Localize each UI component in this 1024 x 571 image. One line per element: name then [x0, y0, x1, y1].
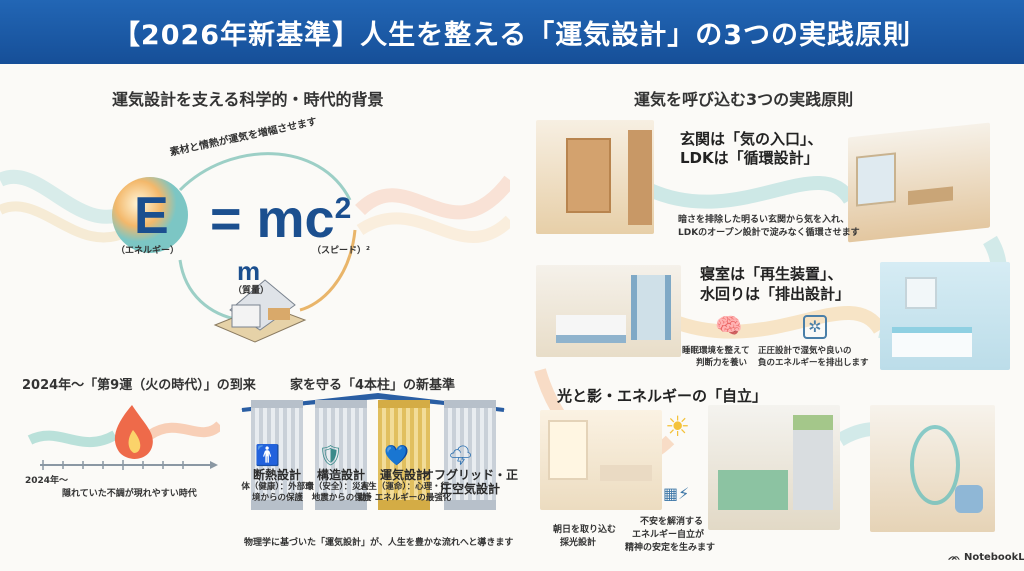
formula-equals-mc: = mc	[210, 189, 335, 249]
entrance-illustration	[536, 120, 654, 234]
fan-icon: ✲	[803, 315, 827, 339]
m-label: （質量）	[233, 286, 270, 296]
bathtub	[892, 327, 972, 357]
person-icon: 🚹	[255, 443, 280, 467]
principle-2-desc-b-2: 負のエネルギーを排出します	[758, 358, 869, 368]
pillar-name-2: 構造設計	[316, 468, 365, 482]
bathroom-illustration	[880, 262, 1010, 370]
pillars-title: 家を守る「4本柱」の新基準	[290, 378, 456, 393]
living-illustration	[540, 410, 662, 510]
formula-E: E	[134, 187, 169, 245]
principle-3-desc-b-2: エネルギー自立が	[632, 530, 705, 540]
era-timeline	[27, 405, 220, 470]
formula-mc: = mc2	[210, 188, 351, 250]
pillar-desc-2: 命（安全）：災害・地震からの保護	[305, 482, 378, 503]
spiral-room-illustration	[870, 405, 995, 532]
pillar-4	[444, 400, 496, 510]
principle-1-desc-2: LDKのオープン設計で淀みなく循環させます	[678, 228, 860, 238]
page-title: 【2026年新基準】人生を整える「運気設計」の3つの実践原則	[112, 19, 912, 51]
brain-icon: 🧠	[715, 314, 743, 339]
notebooklm-brand: ᨏ NotebookLM	[948, 552, 1024, 563]
principle-2-title-2: 水回りは「排出設計」	[700, 285, 851, 303]
pillar-name-4: オフグリッド・正圧空気設計	[421, 468, 518, 496]
wave-left	[0, 169, 134, 243]
brand-label: NotebookLM	[963, 552, 1024, 563]
pillar-1	[251, 400, 303, 510]
heart-swirl-icon: 💙	[384, 443, 409, 467]
fridge	[793, 430, 833, 510]
formula-m: m	[237, 256, 261, 286]
energy-spiral-icon	[910, 425, 960, 505]
principle-3-desc-b-1: 不安を解消する	[640, 517, 704, 527]
notebooklm-logo-icon: ᨏ	[948, 552, 964, 563]
kitchen-illustration	[708, 405, 840, 530]
pillar-2	[315, 400, 367, 510]
formula-exponent: 2	[334, 192, 352, 225]
bath-window	[905, 277, 937, 309]
shield-icon: 🛡	[318, 443, 344, 467]
era-caption: 隠れていた不調が現れやすい時代	[62, 489, 197, 499]
c-label: （スピード）²	[312, 246, 370, 256]
principle-3-desc-a-2: 採光設計	[560, 538, 597, 548]
sofa	[600, 465, 652, 481]
ldk-illustration	[848, 122, 990, 243]
pillar-3	[378, 400, 430, 510]
principle-2-desc-b-1: 正圧設計で湿気や良いの	[758, 346, 852, 356]
solar-battery-icon: ▦⚡	[663, 484, 690, 503]
sunlit-window	[548, 420, 588, 480]
shoe-cabinet	[628, 130, 652, 225]
era-axis-label: 2024年～	[25, 476, 69, 486]
principle-2-title-1: 寝室は「再生装置」、	[700, 265, 843, 283]
bed	[556, 315, 626, 343]
principle-1-title-1: 玄関は「気の入口」、	[680, 130, 823, 148]
principle-3-desc-a-1: 朝日を取り込む	[553, 525, 617, 535]
title-banner: 【2026年新基準】人生を整える「運気設計」の3つの実践原則	[0, 0, 1024, 64]
window	[856, 152, 896, 207]
arc-arrow-top	[178, 152, 352, 201]
principle-2-desc-a-2: 判断力を養い	[696, 358, 748, 368]
era-title: 2024年～「第9運（火の時代）」の到来	[22, 378, 256, 393]
house-icon	[213, 279, 307, 343]
cloud-lightning-icon: 🌩	[448, 443, 474, 467]
principle-1-desc-1: 暗さを排除した明るい玄関から気を入れ、	[678, 215, 850, 225]
pillars-footer: 物理学に基づいた「運気設計」が、人生を豊かな流れへと導きます	[244, 538, 514, 548]
arc-arrow-right	[299, 229, 357, 312]
door-icon	[566, 138, 611, 213]
armchair	[955, 485, 983, 513]
E-label: （エネルギー）	[116, 246, 180, 256]
window-curtain	[631, 275, 671, 340]
pillar-desc-1: 体（健康）：外部環境からの保護	[241, 482, 314, 503]
bedroom-illustration	[536, 265, 681, 357]
principle-2-desc-a-1: 睡眠環境を整えて	[682, 346, 750, 356]
wave-right	[355, 175, 510, 244]
principle-3-title: 光と影・エネルギーの「自立」	[557, 387, 768, 405]
energy-sphere	[112, 177, 188, 253]
pillar-name-1: 断熱設計	[252, 468, 301, 482]
principle-1-title-2: LDKは「循環設計」	[680, 149, 819, 167]
sofa	[908, 186, 953, 206]
kitchen-counter	[718, 470, 788, 510]
principle-3-desc-b-3: 精神の安定を生みます	[625, 543, 716, 553]
formula-diagram	[0, 152, 510, 343]
cabinet	[793, 415, 833, 430]
right-section-title: 運気を呼び込む3つの実践原則	[634, 90, 854, 109]
pillar-desc-3: 人生（運命）：心理・行動・エネルギーの最強化	[357, 482, 452, 503]
left-section-title: 運気設計を支える科学的・時代的背景	[112, 90, 384, 109]
pillar-name-3: 運気設計	[379, 468, 428, 482]
sun-icon: ☀	[665, 410, 691, 443]
